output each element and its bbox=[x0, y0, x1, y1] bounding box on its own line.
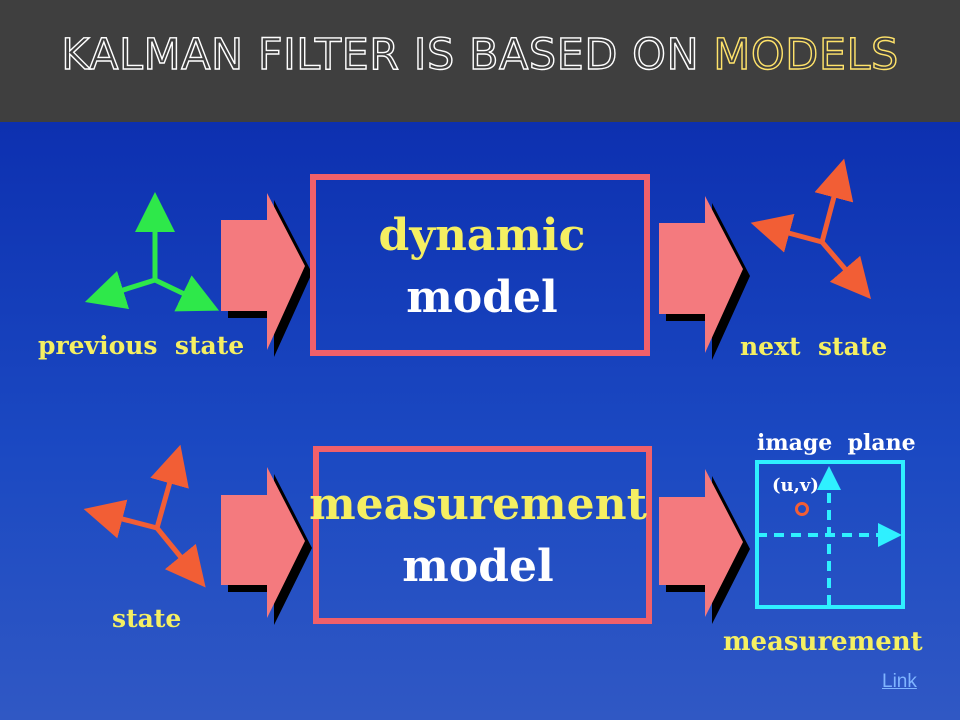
measured-point-marker bbox=[795, 502, 809, 516]
input-arrow-icon bbox=[221, 193, 312, 357]
link-anchor[interactable]: Link bbox=[882, 671, 917, 692]
title-highlight-text: MODELS bbox=[713, 29, 899, 80]
measurement-output-label: measurement bbox=[723, 627, 923, 657]
uv-point-label: (u,v) bbox=[772, 475, 819, 496]
next-state-axes-icon bbox=[750, 158, 872, 300]
measurement-label: measurement bbox=[309, 479, 648, 530]
dynamic-model-label: model bbox=[406, 272, 557, 323]
state-axes-icon bbox=[83, 444, 206, 588]
output-arrow-icon bbox=[659, 196, 750, 360]
dynamic-model-box bbox=[310, 174, 650, 356]
previous-state-axes-icon bbox=[84, 192, 220, 312]
title-main-text: KALMAN FILTER IS BASED ON bbox=[61, 29, 714, 80]
next-state-label: next state bbox=[740, 332, 887, 361]
state-label: state bbox=[112, 604, 181, 633]
measurement-model-box bbox=[313, 446, 652, 624]
title-bar: KALMAN FILTER IS BASED ON MODELS bbox=[0, 0, 960, 122]
previous-state-label: previous state bbox=[38, 331, 244, 360]
image-plane-label: image plane bbox=[757, 430, 916, 456]
output-arrow-icon bbox=[659, 469, 750, 624]
input-arrow-icon bbox=[221, 467, 312, 625]
measurement-model-label: model bbox=[402, 541, 553, 592]
slide-title: KALMAN FILTER IS BASED ON MODELS bbox=[0, 29, 960, 80]
dynamic-label: dynamic bbox=[379, 210, 586, 261]
